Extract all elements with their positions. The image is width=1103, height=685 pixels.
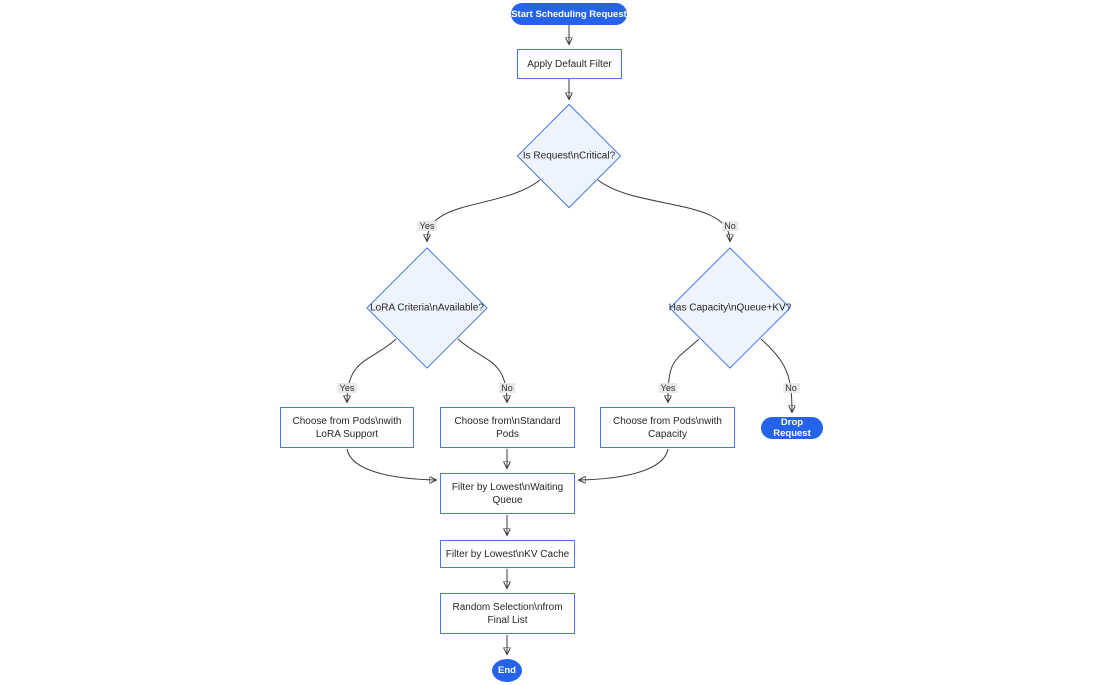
- node-start-label: Start Scheduling Request: [511, 8, 627, 20]
- node-apply-default-filter-label: Apply Default Filter: [527, 58, 612, 70]
- node-choose-lora-pods: Choose from Pods\nwith LoRA Support: [280, 407, 414, 448]
- node-filter-waiting-queue: Filter by Lowest\nWaiting Queue: [440, 473, 575, 514]
- node-apply-default-filter: Apply Default Filter: [517, 49, 622, 79]
- decision-lora-criteria-label: LoRA Criteria\nAvailable?: [370, 302, 484, 314]
- edge-label-lora-no: No: [499, 383, 515, 393]
- edge-critical-yes-to-lora: [427, 179, 541, 241]
- edge-label-lora-yes: Yes: [337, 383, 357, 393]
- node-filter-kv-cache: Filter by Lowest\nKV Cache: [440, 540, 575, 568]
- edge-capacity-no-to-drop: [760, 338, 792, 412]
- node-end-label: End: [498, 665, 516, 676]
- node-start: Start Scheduling Request: [511, 3, 627, 25]
- edge-choose-lora-to-filter-queue: [346, 448, 436, 480]
- node-end: End: [492, 659, 522, 682]
- edge-label-critical-yes: Yes: [417, 221, 437, 231]
- decision-has-capacity-label: Has Capacity\nQueue+KV?: [668, 302, 792, 314]
- node-choose-standard-pods-label: Choose from\nStandard Pods: [454, 415, 561, 440]
- node-filter-waiting-queue-label: Filter by Lowest\nWaiting Queue: [451, 481, 564, 506]
- node-random-selection-label: Random Selection\nfrom Final List: [452, 601, 563, 626]
- node-random-selection: Random Selection\nfrom Final List: [440, 593, 575, 634]
- edge-choose-capacity-to-filter-queue: [579, 448, 669, 480]
- node-filter-kv-cache-label: Filter by Lowest\nKV Cache: [445, 548, 570, 560]
- edge-label-capacity-yes: Yes: [658, 383, 678, 393]
- node-choose-capacity-pods-label: Choose from Pods\nwith Capacity: [613, 415, 722, 440]
- node-drop-request: Drop Request: [761, 417, 823, 439]
- edge-label-capacity-no: No: [783, 383, 799, 393]
- node-drop-request-label: Drop Request: [773, 417, 811, 439]
- decision-is-request-critical-label: Is Request\nCritical?: [522, 150, 616, 162]
- edge-label-critical-no: No: [722, 221, 738, 231]
- node-choose-standard-pods: Choose from\nStandard Pods: [440, 407, 575, 448]
- edge-critical-no-to-capacity: [597, 179, 730, 241]
- node-choose-lora-pods-label: Choose from Pods\nwith LoRA Support: [292, 415, 402, 440]
- node-choose-capacity-pods: Choose from Pods\nwith Capacity: [600, 407, 735, 448]
